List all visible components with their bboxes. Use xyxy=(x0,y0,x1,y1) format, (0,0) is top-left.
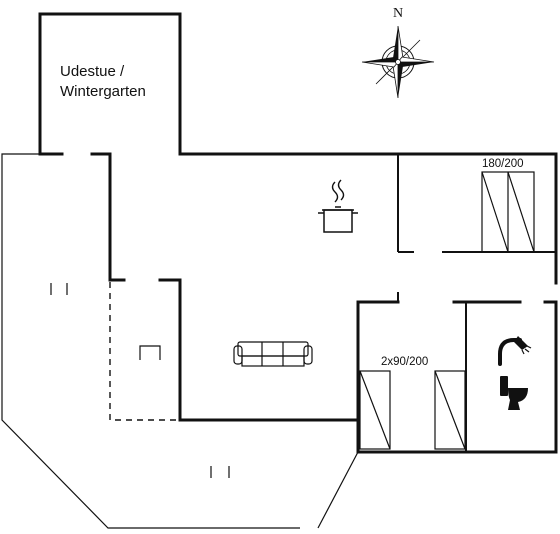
shower-icon xyxy=(498,336,532,366)
twin-beds: 2x90/200 xyxy=(359,356,466,450)
sofa-icon xyxy=(233,341,313,367)
conservatory-label-line2: Wintergarten xyxy=(60,83,146,100)
compass-north-label: N xyxy=(393,6,403,21)
double-bed: 180/200 xyxy=(481,158,535,253)
house-walls xyxy=(108,152,558,454)
compass-rose-icon: N xyxy=(361,6,435,99)
terrace-outline xyxy=(1,153,359,529)
conservatory-label-line1: Udestue / xyxy=(60,63,125,80)
entrance-area xyxy=(109,282,180,421)
conservatory-room: Udestue / Wintergarten xyxy=(38,12,182,156)
toilet-icon xyxy=(500,376,528,410)
twin-beds-label: 2x90/200 xyxy=(381,356,428,368)
cooking-pot-icon xyxy=(318,179,358,233)
double-bed-label: 180/200 xyxy=(482,158,524,170)
